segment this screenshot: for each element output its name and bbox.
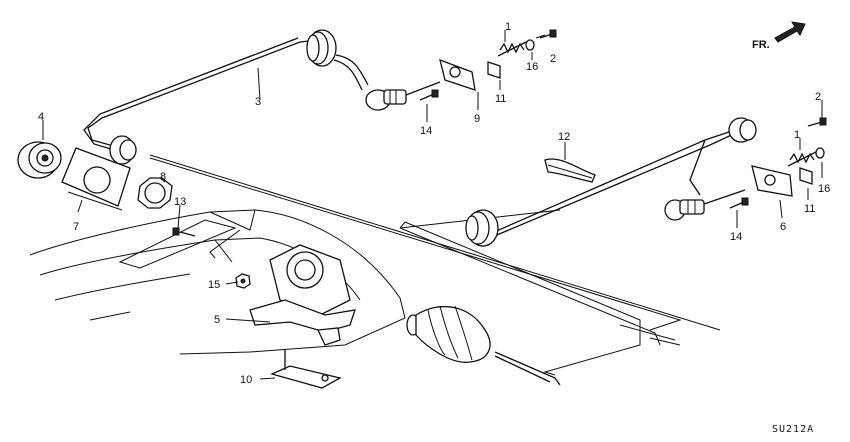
mounting-plate-10 [270,350,342,389]
bolt-13 [172,227,196,237]
front-arrow-icon [774,21,806,43]
callout-2-lower: 2 [815,91,821,103]
callout-1-lower: 1 [794,129,800,141]
callout-16-upper: 16 [526,61,538,73]
spring-upper [497,41,527,57]
front-direction-indicator: FR. [752,21,806,51]
callout-8: 8 [160,171,166,183]
diagram-code: SU212A [772,424,814,435]
callout-2-upper: 2 [550,53,556,65]
callout-13: 13 [174,196,186,208]
callout-11-upper: 11 [495,93,506,105]
bracket-lower [751,165,813,197]
cable-boot [406,305,491,363]
callout-6: 6 [780,221,786,233]
callout-1-upper: 1 [505,21,511,33]
screw-upper-14 [419,89,439,101]
callout-16-lower: 16 [818,183,830,195]
bezel-plate [61,147,131,211]
nut-ring [137,177,173,209]
callout-10: 10 [240,374,252,386]
callout-9: 9 [474,113,480,125]
screw-lower-2 [807,117,827,127]
spring-lower [787,151,817,167]
callout-5: 5 [214,314,220,326]
callout-11-lower: 11 [804,203,815,215]
cable-grommet-lower [465,209,499,247]
washer-lower [815,147,825,159]
callout-leaders [42,30,823,380]
screw-lower-14 [729,197,749,209]
lock-cylinder-grommet [109,135,137,165]
washer-upper [525,39,535,51]
direction-label: FR. [752,39,770,51]
callout-7: 7 [73,221,79,233]
nut-15 [235,273,251,289]
lock-bracket [249,244,356,346]
callout-4: 4 [38,111,44,123]
callout-labels: 1 2 16 3 11 14 9 4 8 7 13 12 2 1 16 11 6… [38,21,830,386]
callout-3: 3 [255,96,261,108]
screw-upper-2 [539,29,557,39]
lock-actuator-right [664,117,757,221]
callout-12: 12 [558,131,570,143]
bracket-upper [439,58,501,91]
knob-part [17,141,62,179]
callout-15: 15 [208,279,220,291]
callout-14-upper: 14 [420,125,432,137]
callout-14-lower: 14 [730,231,742,243]
cable-clip [544,158,596,183]
cable-grommet-upper [306,29,441,111]
